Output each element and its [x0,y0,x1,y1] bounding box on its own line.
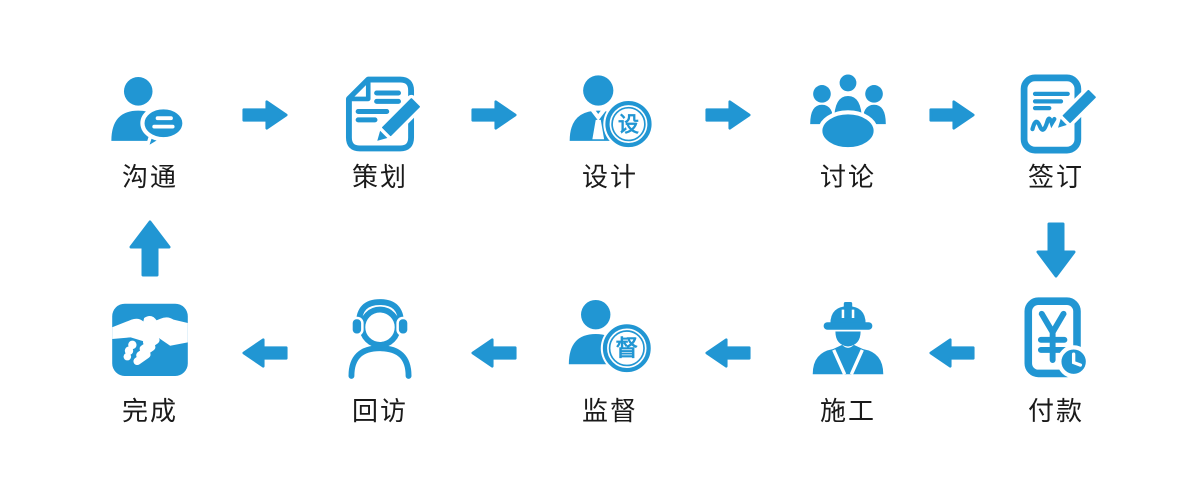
badge-char: 督 [615,336,638,362]
contract-sign-icon [976,72,1136,156]
step-communication: 沟通 [70,72,230,194]
meeting-table-icon [768,72,928,156]
step-label: 施工 [819,397,876,427]
step-label: 设计 [581,163,638,193]
arrow-left-icon [471,336,517,370]
arrow-right-icon [471,98,517,132]
handshake-icon [70,297,230,381]
step-label: 讨论 [819,163,876,193]
construction-worker-icon [768,297,928,381]
arrow-right-icon [242,98,288,132]
arrow-up-icon [128,220,172,277]
step-supervision: 督 监督 [530,297,690,428]
step-complete: 完成 [70,297,230,428]
badge-char: 设 [618,113,639,137]
arrow-left-icon [929,336,975,370]
step-label: 策划 [351,163,408,193]
arrow-down-icon [1036,222,1076,278]
arrow-left-icon [705,336,751,370]
step-payment: 付款 [976,297,1136,428]
payment-invoice-clock-icon [976,297,1136,381]
step-planning: 策划 [300,72,460,194]
supervisor-person-badge-icon: 督 [530,297,690,381]
step-signing: 签订 [976,72,1136,194]
step-label: 付款 [1027,397,1084,427]
step-label: 签订 [1027,163,1084,193]
headset-person-icon [300,297,460,381]
step-label: 沟通 [121,163,178,193]
arrow-left-icon [242,336,288,370]
arrow-right-icon [705,98,751,132]
step-construction: 施工 [768,297,928,428]
step-discussion: 讨论 [768,72,928,194]
person-chat-icon [70,72,230,156]
step-label: 回访 [351,397,408,427]
step-label: 完成 [121,397,178,427]
yuan-symbol [1037,310,1068,363]
document-pencil-icon [300,72,460,156]
arrow-right-icon [929,98,975,132]
step-follow-up: 回访 [300,297,460,428]
step-label: 监督 [581,397,638,427]
designer-person-badge-icon: 设 [530,72,690,156]
step-design: 设 设计 [530,72,690,194]
